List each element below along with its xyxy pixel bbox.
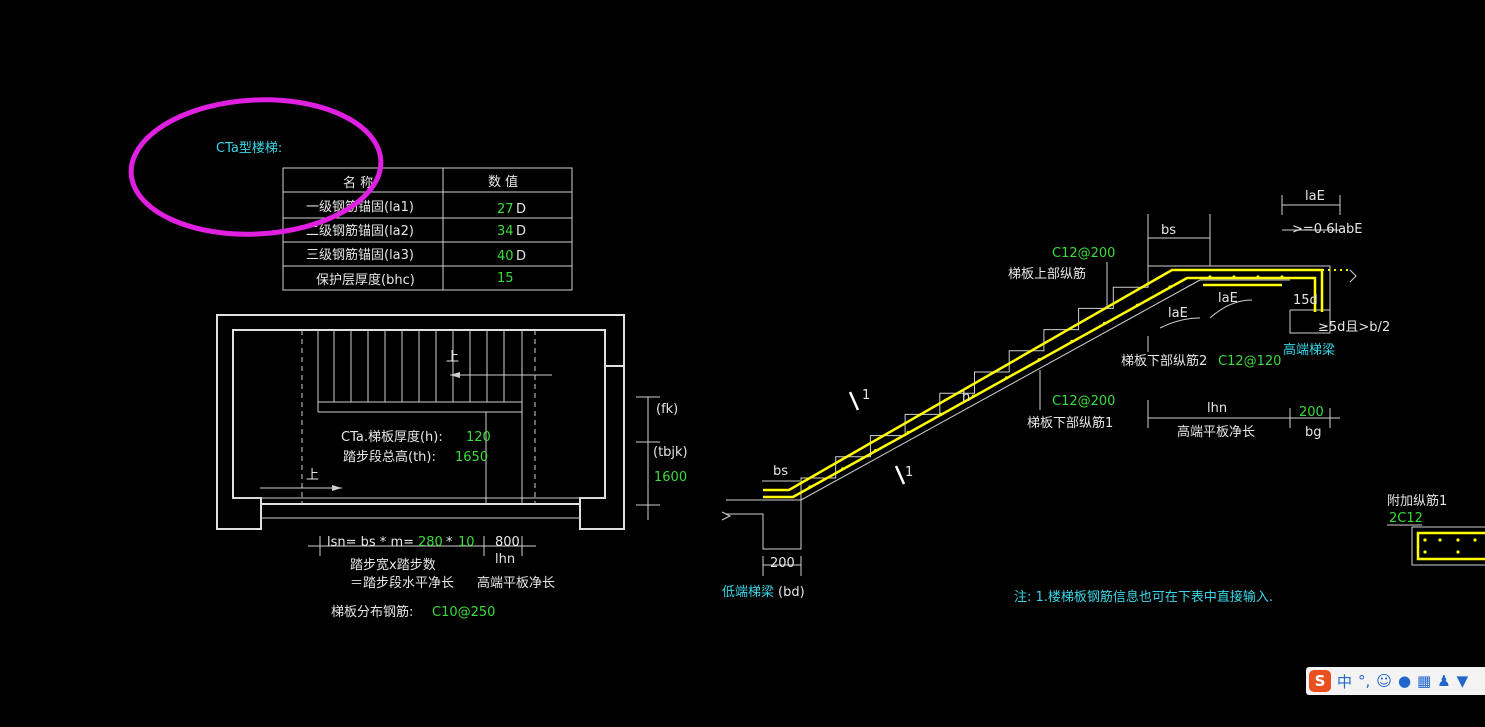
annotation-circle [128, 97, 384, 237]
table-header-name: 名 称 [343, 175, 373, 191]
stair-section-view: 200 低端梯梁 (bd) bs bs laE >=0.6labE C12@20… [721, 189, 1485, 600]
anchor-label: ≥5d且>b/2 [1318, 320, 1390, 335]
height-label: 踏步段总高(th): [343, 449, 436, 465]
low-beam-label: 低端梯梁 [722, 585, 774, 600]
distribution-value[interactable]: C10@250 [432, 605, 495, 620]
height-value[interactable]: 1650 [455, 450, 488, 465]
high-beam-label: 高端梯梁 [1283, 342, 1335, 358]
extra-bar-label: 附加纵筋1 [1387, 493, 1447, 509]
table-row-value[interactable]: 15 [497, 271, 514, 286]
stair-plan-view: 上 上 CTa.梯板厚度(h): 120 踏步段总高(th): 1650 (fk… [216, 314, 688, 620]
bd-label: (bd) [778, 585, 805, 600]
lhn-value: 800 [495, 535, 520, 550]
tbjk-value[interactable]: 1600 [654, 470, 687, 485]
top-bar-value[interactable]: C12@200 [1052, 246, 1115, 261]
table-row-value[interactable]: 34 [497, 224, 514, 239]
d15-label: 15d [1293, 293, 1318, 308]
input-note: 注: 1.楼梯板钢筋信息也可在下表中直接输入. [1014, 589, 1273, 605]
bg-label: bg [1305, 425, 1322, 440]
plan-up-label: 上 [306, 468, 319, 483]
shirt-icon[interactable]: ▼ [1456, 672, 1469, 690]
extra-bar-value[interactable]: 2C12 [1389, 511, 1423, 526]
tbjk-label: (tbjk) [653, 445, 688, 460]
bottom2-label: 梯板下部纵筋2 [1121, 353, 1207, 369]
table-row-name: 三级钢筋锚固(la3) [306, 247, 414, 263]
bs-value[interactable]: 280 [418, 535, 443, 550]
laE-label-2: laE [1168, 306, 1188, 321]
table-header-value: 数 值 [488, 174, 518, 190]
h-label: h [962, 390, 970, 405]
table-row-name: 一级钢筋锚固(la1) [306, 199, 414, 215]
ime-punct-toggle[interactable]: °, [1358, 672, 1371, 690]
keyboard-icon[interactable]: ▦ [1417, 672, 1432, 690]
lhn-label: lhn [495, 552, 515, 567]
table-row-name: 保护层厚度(bhc) [316, 272, 415, 288]
top-bar-label: 梯板上部纵筋 [1008, 266, 1086, 282]
high-plate-label: 高端平板净长 [477, 575, 555, 591]
anchor-table: 名 称 数 值 一级钢筋锚固(la1) 27 D 二级钢筋锚固(la2) 34 … [282, 167, 573, 291]
fk-label: (fk) [656, 402, 678, 417]
user-icon[interactable]: ♟ [1437, 672, 1451, 690]
distribution-label: 梯板分布钢筋: [331, 604, 413, 620]
section-mark: 1 [862, 388, 870, 403]
plan-up-label: 上 [446, 350, 459, 365]
svg-text:*: * [446, 535, 453, 550]
sogou-logo-icon[interactable]: S [1309, 670, 1331, 692]
note-line1: 踏步宽x踏步数 [350, 557, 436, 573]
thickness-label: CTa.梯板厚度(h): [341, 429, 443, 445]
drawing-title: CTa型楼梯: [216, 141, 282, 156]
lab-label: >=0.6labE [1292, 222, 1363, 237]
laE-top-label: laE [1305, 189, 1325, 204]
bottom1-value[interactable]: C12@200 [1052, 394, 1115, 409]
thickness-value[interactable]: 120 [466, 430, 491, 445]
mic-icon[interactable]: ● [1397, 672, 1412, 690]
lhn-section-label: lhn [1207, 401, 1227, 416]
table-row-value[interactable]: 27 [497, 202, 514, 217]
smiley-icon[interactable]: ☺ [1376, 672, 1392, 690]
bs-top-label: bs [1161, 223, 1176, 238]
lsn-label: lsn= bs * m= [327, 535, 414, 550]
ime-lang-toggle[interactable]: 中 [1337, 672, 1353, 691]
laE-label-1: laE [1218, 291, 1238, 306]
bottom1-label: 梯板下部纵筋1 [1027, 415, 1113, 431]
bottom2-value[interactable]: C12@120 [1218, 354, 1281, 369]
bs-low-label: bs [773, 464, 788, 479]
ime-toolbar[interactable]: S 中 °, ☺ ● ▦ ♟ ▼ [1306, 667, 1485, 695]
table-row-unit: D [516, 202, 526, 217]
note-line2: ＝踏步段水平净长 [350, 576, 454, 591]
bg-value[interactable]: 200 [1299, 405, 1324, 420]
bd-value: 200 [770, 556, 795, 571]
table-row-name: 二级钢筋锚固(la2) [306, 223, 414, 239]
table-row-unit: D [516, 224, 526, 239]
m-value[interactable]: 10 [458, 535, 475, 550]
section-mark: 1 [905, 465, 913, 480]
high-plate-section-label: 高端平板净长 [1177, 424, 1255, 440]
table-row-unit: D [516, 249, 526, 264]
table-row-value[interactable]: 40 [497, 249, 514, 264]
